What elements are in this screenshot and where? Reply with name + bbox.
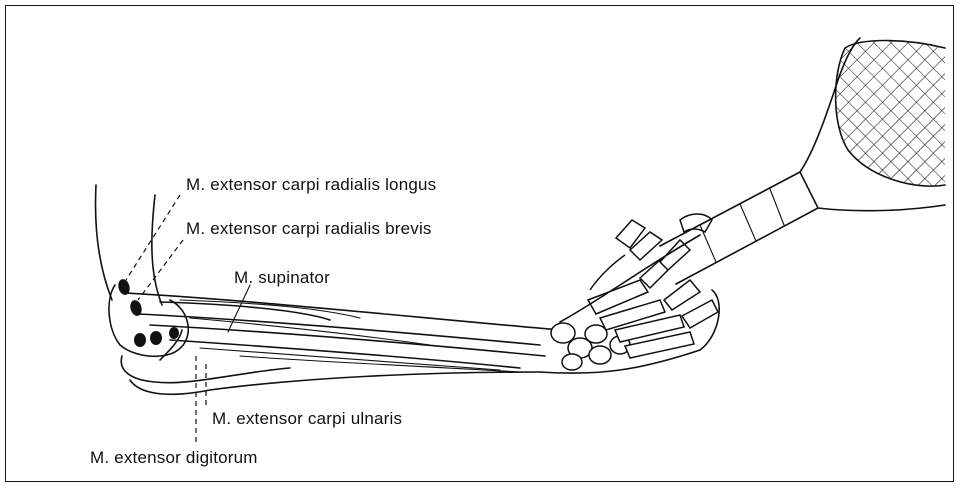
origin-dot-sup	[169, 327, 179, 339]
origin-dots	[117, 278, 179, 347]
label-supinator: M. supinator	[234, 268, 330, 288]
hand-bones	[540, 214, 719, 373]
label-ed: M. extensor digitorum	[90, 448, 258, 468]
leader-supinator	[228, 285, 250, 332]
label-ecu: M. extensor carpi ulnaris	[212, 409, 402, 429]
origin-dot-ed	[150, 331, 162, 345]
tennis-racket	[660, 35, 950, 284]
label-ecrl: M. extensor carpi radialis longus	[186, 175, 436, 195]
leader-ecrb	[138, 240, 183, 300]
forearm-muscles	[126, 293, 560, 372]
origin-dot-ecu	[134, 333, 146, 347]
label-ecrb: M. extensor carpi radialis brevis	[186, 219, 432, 239]
